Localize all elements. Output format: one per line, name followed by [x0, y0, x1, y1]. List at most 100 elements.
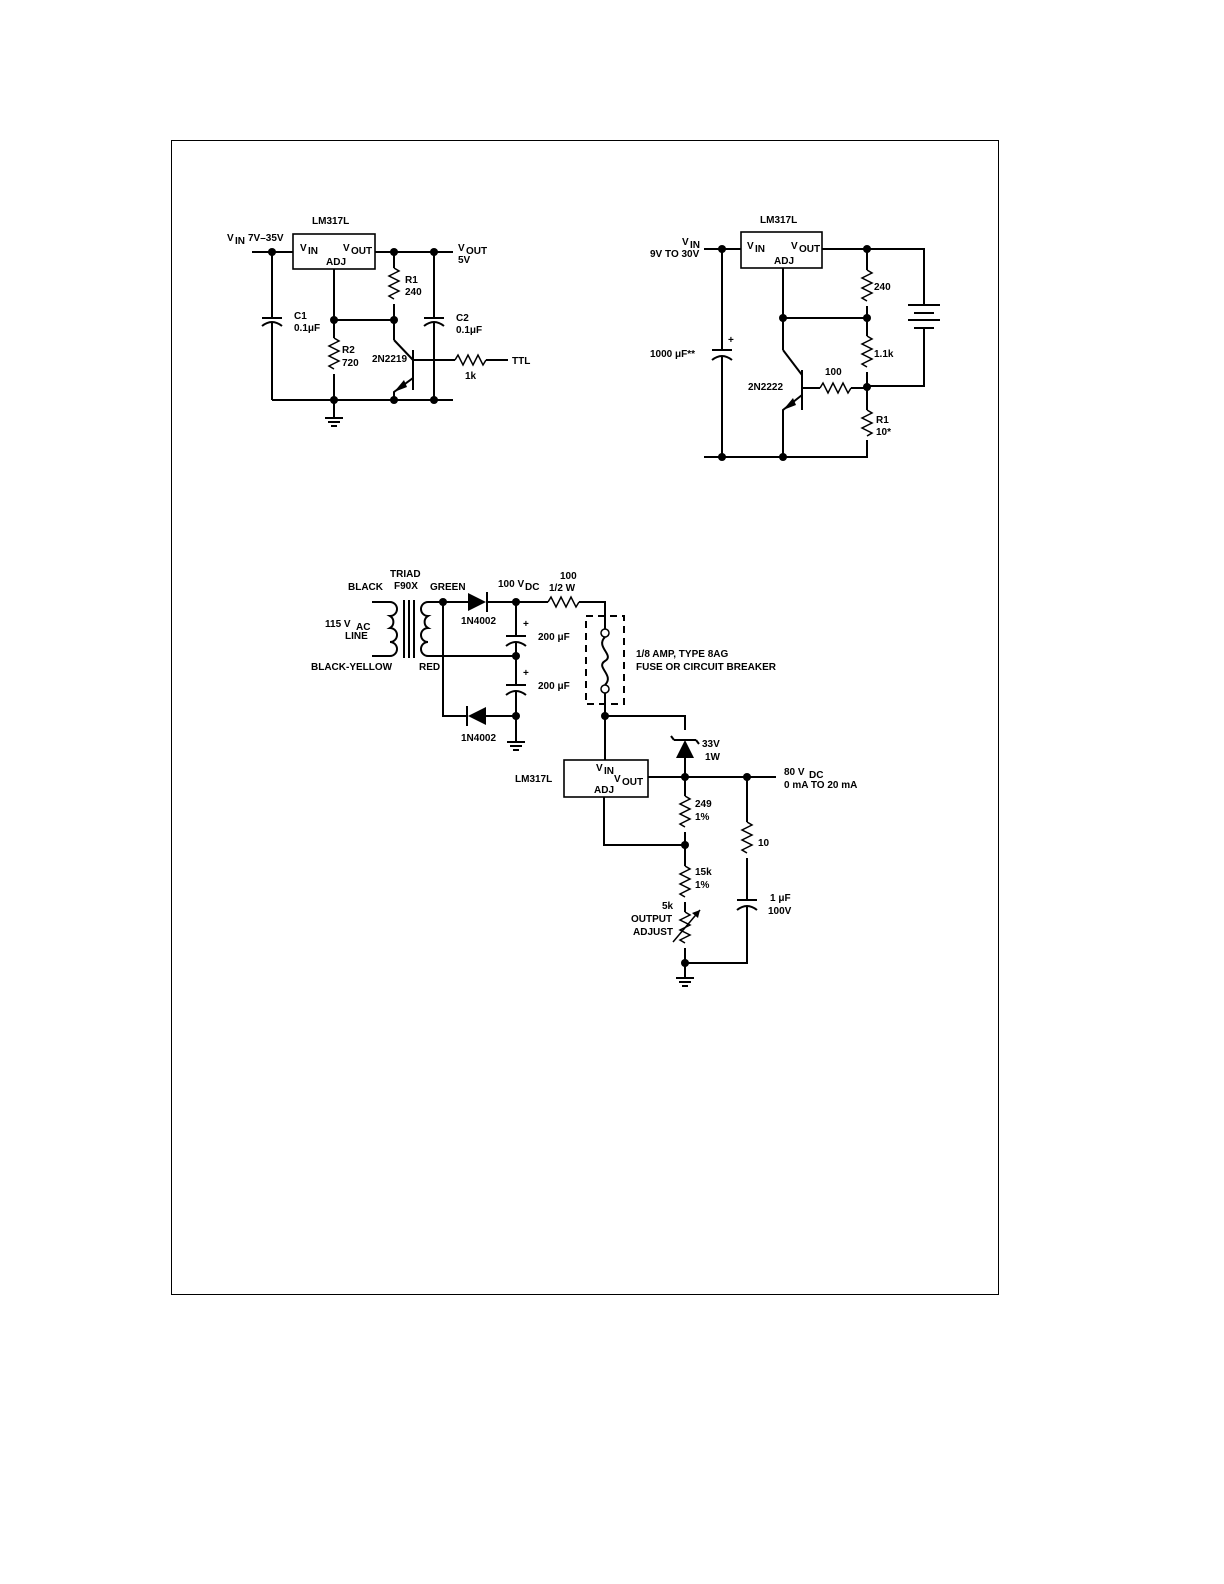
c1-node [430, 396, 438, 404]
c3-diode-top-icon [468, 593, 486, 611]
c2-output-wire [822, 248, 925, 305]
c3-ground-icon-top [507, 741, 525, 751]
c3-out-range: 0 mA TO 20 mA [784, 780, 857, 791]
c3-diode-top-label: 1N4002 [461, 616, 496, 627]
c3-cap-out-v: 100V [768, 906, 792, 917]
c3-pot-label2: ADJUST [633, 927, 673, 938]
c1-r1-value: 240 [405, 287, 422, 298]
c3-pot-arrow-icon [692, 910, 700, 918]
c3-ic-name: LM317L [515, 774, 552, 785]
c3-diode-bottom-icon [468, 707, 486, 725]
c3-wire-red: RED [419, 662, 440, 673]
lm317l-ic-2 [740, 231, 823, 269]
c2-node [779, 314, 787, 322]
c1-vin-label: V [227, 233, 234, 244]
c1-ic-vout-sub: OUT [351, 246, 372, 257]
c3-resistor-15k [678, 865, 692, 898]
c1-r2-name: R2 [342, 345, 355, 356]
c3-dc-sub: DC [525, 582, 539, 593]
c2-ic-vout: V [791, 241, 798, 252]
c3-r249-tol: 1% [695, 812, 710, 823]
circuit-2-battery-charger: LM317L V IN V OUT ADJ V IN 9V TO 30V + 1… [650, 215, 940, 461]
c2-res-100-label: 100 [825, 367, 842, 378]
c1-ttl-label: TTL [512, 356, 530, 367]
c1-capacitor-c2 [423, 317, 445, 327]
c3-transformer-model: F90X [394, 581, 418, 592]
c3-pot-value: 5k [662, 901, 674, 912]
c3-out-sub: DC [809, 770, 823, 781]
c2-node [779, 453, 787, 461]
c3-r10-label: 10 [758, 838, 770, 849]
c1-node [330, 316, 338, 324]
c2-r11k-label: 1.1k [874, 349, 894, 360]
c2-ic-name: LM317L [760, 215, 797, 226]
c2-node [718, 245, 726, 253]
circuit-1-ttl-regulator: LM317L V IN V OUT ADJ V IN 7V–35V [227, 216, 530, 427]
c1-transistor-label: 2N2219 [372, 354, 407, 365]
c1-ic-adj: ADJ [326, 257, 346, 268]
c3-lower-diode-wire [442, 602, 468, 717]
page-frame [171, 140, 999, 1295]
c2-ic-vin: V [747, 241, 754, 252]
c1-resistor-1k [454, 353, 487, 367]
c3-cap-out-label: 1 μF [770, 893, 791, 904]
c2-vin-label: V [682, 237, 689, 248]
c1-capacitor-c1 [261, 317, 283, 327]
c2-resistor-r1 [860, 409, 874, 437]
c3-r249-label: 249 [695, 799, 712, 810]
c3-node [743, 773, 751, 781]
c2-resistor-1-1k [860, 335, 874, 368]
c3-ic-adj: ADJ [594, 785, 614, 796]
c2-transistor-label: 2N2222 [748, 382, 783, 393]
c3-fuse-line1: 1/8 AMP, TYPE 8AG [636, 649, 728, 660]
c1-node [390, 316, 398, 324]
c3-ground-icon-bottom [676, 977, 694, 987]
circuit-3-high-voltage-supply: TRIAD F90X BLACK GREEN BLACK-YELLOW RED … [311, 569, 857, 987]
c1-transistor-collector [393, 339, 414, 361]
c3-wire-black-yellow: BLACK-YELLOW [311, 662, 393, 673]
c3-cap-return-wire [685, 906, 748, 964]
c3-resistor-249 [678, 795, 692, 828]
c3-node [512, 712, 520, 720]
c3-adj-wire [603, 797, 685, 846]
c1-ic-vout: V [343, 243, 350, 254]
c1-resistor-r2 [327, 337, 341, 370]
c1-r1-name: R1 [405, 275, 418, 286]
c3-fuse-icon [601, 636, 609, 686]
c3-series-res-power: 1/2 W [549, 583, 576, 594]
c2-vin-range: 9V TO 30V [650, 249, 700, 260]
c1-vin-range: 7V–35V [248, 233, 284, 244]
c3-dc-label: 100 V [498, 579, 524, 590]
c2-r1-name: R1 [876, 415, 889, 426]
c3-cap-bottom-label: 200 μF [538, 681, 570, 692]
c3-zener-icon [676, 740, 694, 758]
c1-resistor-r1 [387, 267, 401, 300]
c3-zener-cathode [670, 735, 700, 745]
c3-fuse-terminal [600, 684, 610, 694]
c3-transformer-brand: TRIAD [390, 569, 421, 580]
c2-ic-vout-sub: OUT [799, 244, 820, 255]
c3-node [681, 773, 689, 781]
c3-cap-bottom-plus: + [523, 668, 529, 679]
c1-c1-value: 0.1μF [294, 323, 320, 334]
c3-primary-leads [372, 601, 390, 657]
c1-c1-name: C1 [294, 311, 307, 322]
c2-cap-value: 1000 μF** [650, 349, 695, 360]
c3-cap-top-label: 200 μF [538, 632, 570, 643]
c2-node [863, 245, 871, 253]
c1-vin-sub: IN [235, 236, 245, 247]
c1-vout-value: 5V [458, 255, 471, 266]
c3-ic-vin-sub: IN [604, 766, 614, 777]
c3-fuse-terminal [600, 628, 610, 638]
c2-node [718, 453, 726, 461]
c1-r2-value: 720 [342, 358, 359, 369]
c2-ic-vin-sub: IN [755, 244, 765, 255]
c2-resistor-240 [860, 269, 874, 302]
c3-node [512, 652, 520, 660]
c3-ic-vin: V [596, 763, 603, 774]
c1-node [390, 248, 398, 256]
c1-vout-sub: OUT [466, 246, 487, 257]
c3-cap-top-plus: + [523, 619, 529, 630]
c3-ac-label: 115 V [325, 619, 351, 630]
